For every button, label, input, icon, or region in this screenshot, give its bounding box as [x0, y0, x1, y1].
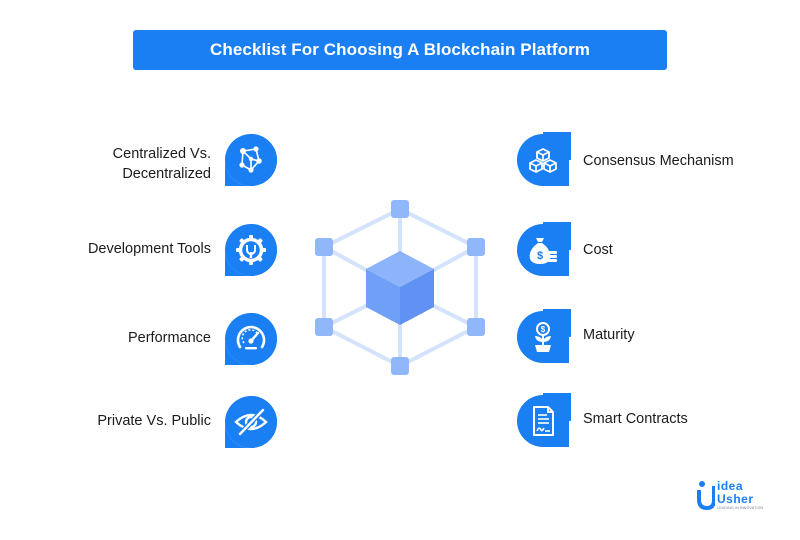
logo-tagline: LEADING IN INNOVATION: [717, 506, 764, 510]
label-line: Centralized Vs.: [112, 146, 211, 162]
label-smart-contracts: Smart Contracts: [583, 411, 688, 427]
network-node: [467, 238, 485, 256]
label-cost: Cost: [583, 242, 613, 258]
network-edge: [323, 207, 401, 249]
network-edge: [323, 325, 401, 368]
network-node: [315, 238, 333, 256]
label-maturity: Maturity: [583, 327, 635, 343]
network-node: [391, 200, 409, 218]
label-consensus-mechanism: Consensus Mechanism: [583, 153, 734, 169]
logo-mark-icon: [697, 481, 715, 510]
money-bag-icon: $: [515, 222, 571, 278]
network-edge: [399, 325, 477, 368]
eye-slash-icon: [223, 394, 279, 450]
ideausher-logo: idea Usher LEADING IN INNOVATION: [697, 478, 777, 514]
growing-plant-icon: $: [515, 309, 571, 365]
contract-document-icon: [515, 393, 571, 449]
svg-text:$: $: [537, 250, 543, 262]
network-edge: [399, 207, 477, 249]
network-icon: [223, 132, 279, 188]
label-private-vs-public: Private Vs. Public: [97, 413, 211, 429]
network-node: [467, 318, 485, 336]
blockchain-network-graphic: [315, 200, 485, 375]
gear-wrench-icon: [223, 222, 279, 278]
label-line: Decentralized: [122, 166, 211, 182]
logo-word-idea: idea: [717, 479, 744, 493]
central-cube: [366, 251, 434, 325]
title-banner: Checklist For Choosing A Blockchain Plat…: [133, 30, 667, 70]
logo-word-usher: Usher: [717, 492, 754, 506]
blocks-icon: [515, 132, 571, 188]
label-performance: Performance: [127, 330, 211, 346]
network-node: [391, 357, 409, 375]
page-title: Checklist For Choosing A Blockchain Plat…: [209, 40, 591, 59]
speedometer-icon: [223, 311, 279, 367]
label-development-tools: Development Tools: [87, 241, 211, 257]
svg-text:$: $: [541, 325, 546, 334]
network-node: [315, 318, 333, 336]
label-centralized-vs-decentralized: Centralized Vs. Decentralized: [21, 144, 211, 184]
